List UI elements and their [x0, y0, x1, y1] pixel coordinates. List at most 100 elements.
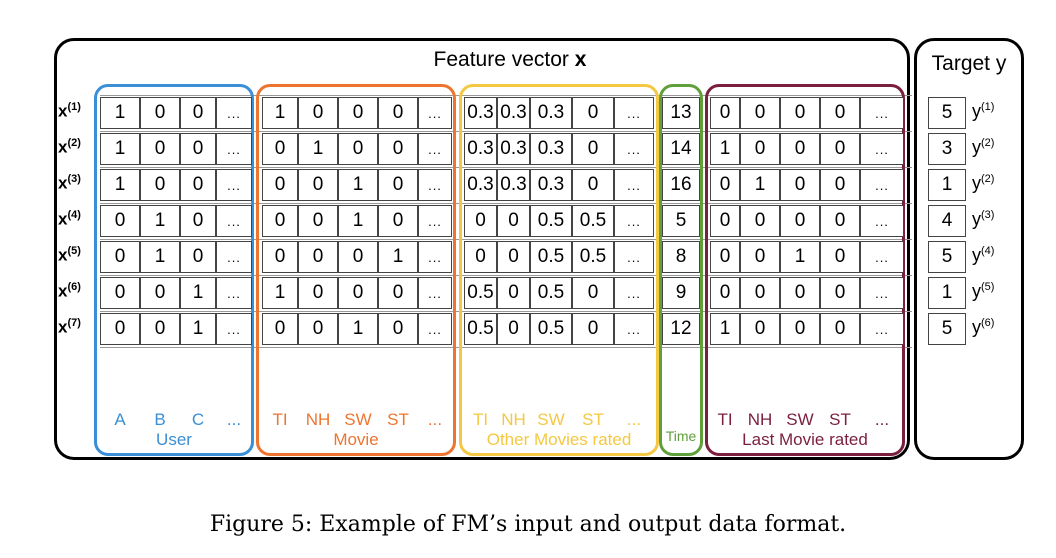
cell-last: 0	[780, 97, 820, 129]
cell-last: 0	[780, 313, 820, 345]
cell-last: 0	[780, 205, 820, 237]
cell-last: ...	[860, 241, 904, 273]
target-value-cell: 4	[928, 205, 966, 237]
cell-last: 0	[820, 241, 860, 273]
cell-user: 0	[180, 241, 216, 273]
cell-other: 0.5	[572, 205, 614, 237]
cell-movie: ...	[418, 241, 452, 273]
cell-last: 0	[710, 277, 740, 309]
cell-other: 0	[572, 169, 614, 201]
cell-other: 0.5	[464, 313, 497, 345]
cell-movie: 0	[378, 97, 418, 129]
cell-user: ...	[216, 277, 252, 309]
target-label: y(4)	[972, 245, 995, 265]
row-label-superscript: (7)	[67, 317, 81, 329]
cell-last: 1	[740, 169, 780, 201]
cell-movie: ...	[418, 97, 452, 129]
cell-other: 0.3	[530, 97, 572, 129]
cell-last: 0	[710, 169, 740, 201]
cell-movie: 1	[338, 205, 378, 237]
target-label-superscript: (4)	[981, 245, 995, 257]
cell-time: 9	[662, 277, 700, 309]
cell-last: 0	[820, 205, 860, 237]
row-separator	[100, 311, 912, 312]
cell-other: 0.5	[530, 277, 572, 309]
cell-user: ...	[216, 169, 252, 201]
cell-movie: 0	[338, 241, 378, 273]
cell-user: 1	[100, 169, 140, 201]
cell-user: ...	[216, 313, 252, 345]
cell-time: 12	[662, 313, 700, 345]
cell-other: ...	[614, 277, 654, 309]
cell-time: 8	[662, 241, 700, 273]
cell-time: 13	[662, 97, 700, 129]
target-label: y(1)	[972, 101, 995, 121]
cell-user: 1	[180, 277, 216, 309]
row-label-superscript: (1)	[67, 101, 81, 113]
cell-user: 0	[100, 205, 140, 237]
cell-other: 0	[572, 277, 614, 309]
cell-movie: 0	[338, 277, 378, 309]
cell-last: ...	[860, 133, 904, 165]
target-label-superscript: (6)	[981, 317, 995, 329]
target-value-cell: 1	[928, 277, 966, 309]
cell-other: 0.5	[464, 277, 497, 309]
cell-user: ...	[216, 97, 252, 129]
target-label: y(2)	[972, 173, 995, 193]
target-value-cell: 5	[928, 313, 966, 345]
cell-other: 0	[497, 313, 530, 345]
cell-other: 0	[464, 205, 497, 237]
cell-movie: 1	[378, 241, 418, 273]
cell-last: ...	[860, 277, 904, 309]
target-title: Target y	[931, 52, 1007, 75]
cell-user: 0	[100, 277, 140, 309]
cell-user: ...	[216, 205, 252, 237]
row-label-superscript: (5)	[67, 245, 81, 257]
cell-user: 1	[140, 241, 180, 273]
cell-other: 0	[572, 97, 614, 129]
cell-movie: ...	[418, 169, 452, 201]
cell-last: 0	[710, 205, 740, 237]
cell-user: 1	[100, 133, 140, 165]
cell-other: 0.3	[464, 97, 497, 129]
target-label-superscript: (2)	[981, 137, 995, 149]
cell-last: 0	[740, 97, 780, 129]
feature-vector-title-symbol: x	[574, 48, 587, 71]
cell-other: ...	[614, 169, 654, 201]
cell-other: 0	[497, 205, 530, 237]
row-label: x(3)	[58, 173, 81, 193]
row-label-superscript: (6)	[67, 281, 81, 293]
cell-other: ...	[614, 97, 654, 129]
cell-movie: ...	[418, 313, 452, 345]
cell-movie: 0	[298, 241, 338, 273]
row-separator	[100, 239, 912, 240]
cell-last: 0	[780, 277, 820, 309]
cell-last: ...	[860, 313, 904, 345]
cell-movie: 0	[378, 313, 418, 345]
column-label-other: SW	[537, 410, 565, 429]
cell-last: 0	[820, 97, 860, 129]
target-label-superscript: (3)	[981, 209, 995, 221]
cell-other: ...	[614, 313, 654, 345]
column-label-last: SW	[786, 410, 814, 429]
cell-user: ...	[216, 241, 252, 273]
cell-other: 0.3	[464, 169, 497, 201]
target-label-superscript: (5)	[981, 281, 995, 293]
cell-movie: ...	[418, 133, 452, 165]
cell-other: 0.5	[530, 313, 572, 345]
cell-movie: 0	[378, 277, 418, 309]
cell-time: 16	[662, 169, 700, 201]
row-separator	[100, 131, 912, 132]
target-label: y(5)	[972, 281, 995, 301]
row-separator	[100, 95, 912, 96]
cell-last: 0	[740, 313, 780, 345]
cell-user: 1	[100, 97, 140, 129]
row-label-superscript: (3)	[67, 173, 81, 185]
row-label-superscript: (2)	[67, 137, 81, 149]
row-label: x(2)	[58, 137, 81, 157]
cell-movie: 0	[262, 241, 298, 273]
row-separator	[100, 275, 912, 276]
cell-user: ...	[216, 133, 252, 165]
row-label: x(7)	[58, 317, 81, 337]
target-value-cell: 3	[928, 133, 966, 165]
